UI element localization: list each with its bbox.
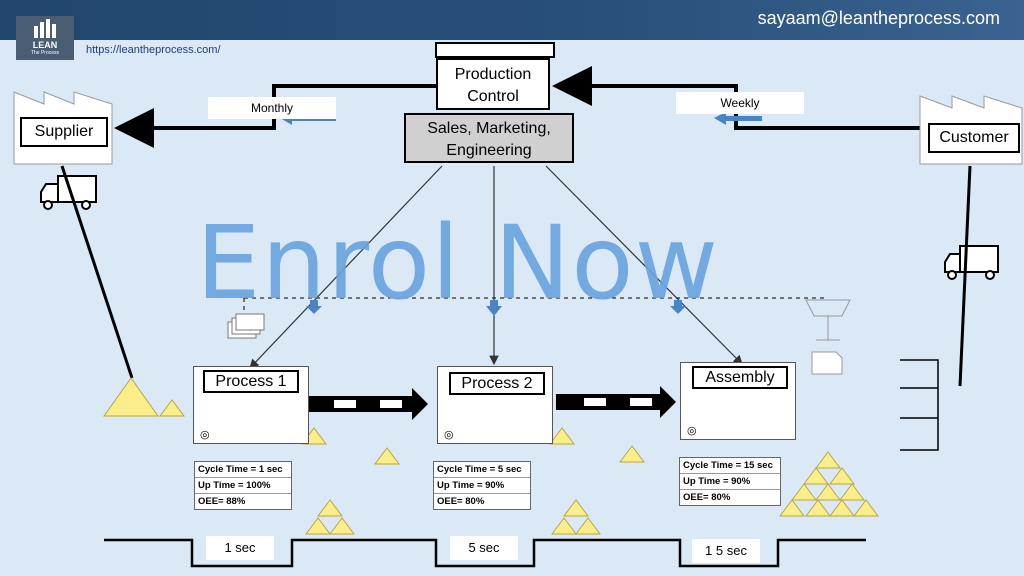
timeline-label-3: 1 5 sec [692, 539, 760, 563]
metric-cycle-time: Cycle Time = 15 sec [680, 458, 780, 474]
kanban-cards-icon [227, 313, 265, 339]
logo-subtext: The Process [30, 50, 60, 56]
lean-logo[interactable]: LEAN The Process [16, 16, 74, 60]
logo-bars-icon [34, 19, 56, 38]
metric-cycle-time: Cycle Time = 1 sec [195, 462, 291, 478]
schedule-line-1 [249, 165, 443, 369]
operator-icon: ◎ [687, 425, 697, 437]
timeline-ladder [104, 538, 866, 568]
operator-icon: ◎ [200, 429, 210, 441]
schedule-line-3 [545, 165, 743, 365]
metric-up-time: Up Time = 90% [680, 474, 780, 490]
process-metrics-3: Cycle Time = 15 sec Up Time = 90% OEE= 8… [679, 457, 781, 506]
inventory-triangles [103, 377, 879, 535]
customer-label[interactable]: Customer [928, 123, 1020, 153]
metric-oee: OEE= 80% [437, 496, 485, 507]
blue-arrow-1 [306, 300, 322, 314]
production-control-label: Production Control [454, 66, 532, 105]
operator-icon: ◎ [444, 429, 454, 441]
metric-up-time: Up Time = 90% [434, 478, 530, 494]
blue-arrow-3 [670, 300, 686, 314]
production-control-box[interactable]: Production Control [436, 58, 550, 110]
monthly-label: Monthly [208, 97, 336, 119]
supermarket-icon [900, 359, 939, 451]
metric-oee: OEE= 88% [198, 496, 246, 507]
header-email[interactable]: sayaam@leantheprocess.com [757, 8, 1000, 28]
production-control-top-bar [435, 42, 555, 58]
supplier-shipment-line [60, 165, 134, 379]
metric-oee: OEE= 80% [683, 492, 731, 503]
customer-truck-icon [944, 245, 999, 280]
header-bar: sayaam@leantheprocess.com [0, 0, 1024, 40]
logo-text: LEAN [32, 40, 58, 50]
process-label-3: Assembly [692, 366, 788, 389]
enrol-now-text[interactable]: Enrol Now [196, 204, 720, 323]
withdrawal-post-icon [805, 299, 851, 341]
process-label-2: Process 2 [449, 372, 545, 395]
signal-kanban-icon [811, 351, 843, 375]
weekly-label: Weekly [676, 92, 804, 114]
weekly-signal-arrow [714, 112, 762, 125]
customer-shipment-line [958, 165, 972, 387]
supplier-label[interactable]: Supplier [20, 117, 108, 147]
site-url-link[interactable]: https://leantheprocess.com/ [86, 44, 221, 56]
sales-marketing-label: Sales, Marketing, Engineering [427, 120, 551, 159]
process-metrics-1: Cycle Time = 1 sec Up Time = 100% OEE= 8… [194, 461, 292, 510]
push-arrow-2 [556, 386, 676, 418]
timeline-label-1: 1 sec [206, 536, 274, 560]
timeline-label-2: 5 sec [450, 536, 518, 560]
blue-arrow-2 [486, 300, 502, 316]
process-metrics-2: Cycle Time = 5 sec Up Time = 90% OEE= 80… [433, 461, 531, 510]
push-arrow-1 [308, 388, 428, 420]
metric-cycle-time: Cycle Time = 5 sec [434, 462, 530, 478]
process-label-1: Process 1 [203, 370, 299, 393]
sales-marketing-box[interactable]: Sales, Marketing, Engineering [404, 113, 574, 163]
metric-up-time: Up Time = 100% [195, 478, 291, 494]
supplier-truck-icon [40, 175, 97, 210]
